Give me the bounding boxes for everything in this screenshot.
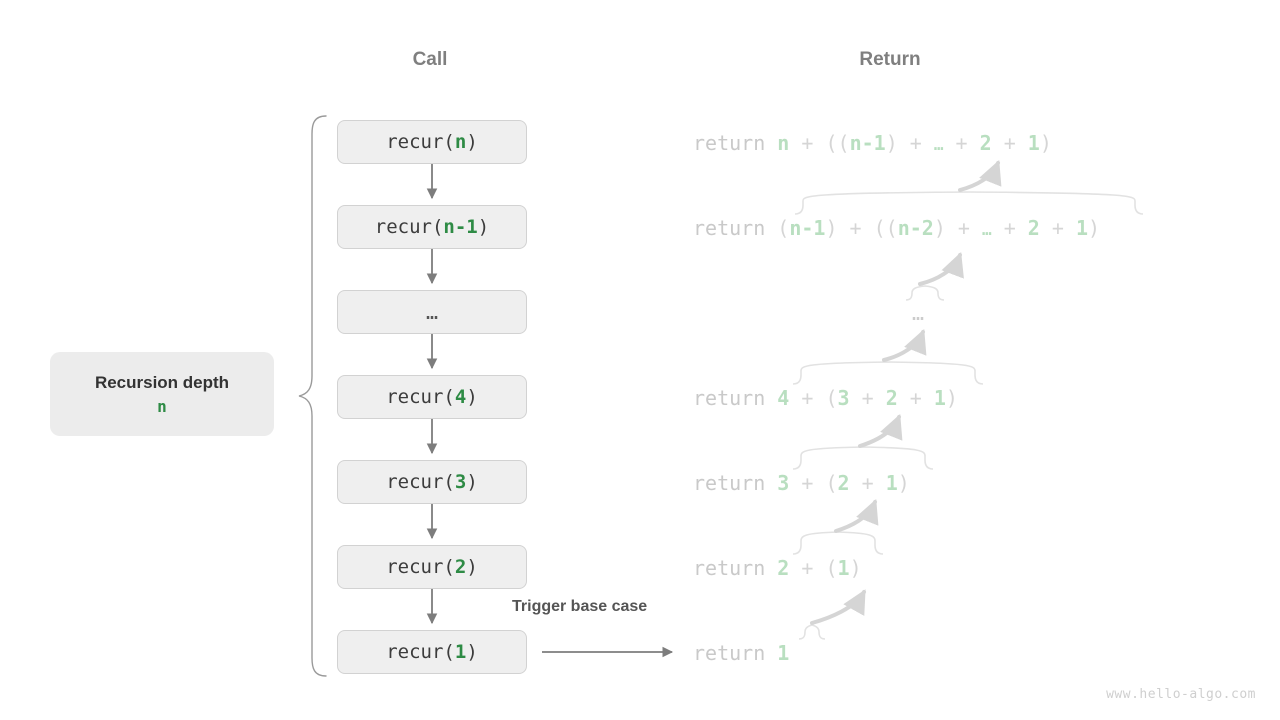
call-box-suffix: ) — [466, 641, 478, 663]
return-line-1: return 1 — [693, 641, 789, 665]
call-box-argument: 1 — [454, 641, 467, 663]
call-box-argument: n — [454, 131, 467, 153]
trigger-base-case-label: Trigger base case — [512, 598, 648, 615]
call-box-suffix: ) — [466, 386, 478, 408]
recursion-depth-brace — [298, 115, 327, 677]
return-expression: 3 + (2 + 1) — [777, 471, 910, 495]
call-box-prefix: recur( — [386, 386, 455, 408]
return-keyword: return — [693, 216, 778, 240]
call-box-suffix: ) — [466, 556, 478, 578]
call-box-argument: 4 — [454, 386, 467, 408]
return-expression: n + ((n-1) + … + 2 + 1) — [777, 131, 1052, 155]
return-keyword: return — [693, 556, 778, 580]
return-expression: 4 + (3 + 2 + 1) — [777, 386, 958, 410]
call-box-prefix: recur( — [374, 216, 444, 238]
call-box-4: recur(4) — [337, 375, 527, 419]
call-box-n-1: recur(n-1) — [337, 205, 527, 249]
call-box-text: … — [425, 300, 439, 324]
call-box-dots: … — [337, 290, 527, 334]
return-line-3: return 3 + (2 + 1) — [693, 471, 910, 495]
call-box-argument: n-1 — [443, 216, 478, 238]
call-box-prefix: recur( — [386, 471, 455, 493]
call-box-n: recur(n) — [337, 120, 527, 164]
watermark: www.hello-algo.com — [1106, 687, 1256, 702]
return-line-2: return 2 + (1) — [693, 556, 862, 580]
return-expression: 2 + (1) — [777, 556, 862, 580]
call-box-prefix: recur( — [386, 556, 455, 578]
column-header-call: Call — [412, 49, 448, 70]
return-keyword: return — [693, 386, 778, 410]
call-box-argument: 3 — [454, 471, 467, 493]
call-box-argument: 2 — [454, 556, 467, 578]
call-box-suffix: ) — [477, 216, 490, 238]
return-expression: (n-1) + ((n-2) + … + 2 + 1) — [777, 216, 1101, 240]
recursion-depth-label: Recursion depth n — [50, 352, 274, 436]
call-box-suffix: ) — [466, 131, 478, 153]
call-box-prefix: recur( — [386, 131, 455, 153]
call-box-3: recur(3) — [337, 460, 527, 504]
recursion-depth-value: n — [157, 396, 167, 416]
call-box-2: recur(2) — [337, 545, 527, 589]
call-box-1: recur(1) — [337, 630, 527, 674]
return-line-4: return 4 + (3 + 2 + 1) — [693, 386, 958, 410]
return-line-n-1: return (n-1) + ((n-2) + … + 2 + 1) — [693, 216, 1100, 240]
return-keyword: return — [693, 471, 778, 495]
column-header-return: Return — [859, 49, 921, 70]
return-keyword: return — [693, 131, 778, 155]
call-box-prefix: recur( — [386, 641, 455, 663]
return-expression: 1 — [777, 641, 790, 665]
return-keyword: return — [693, 641, 778, 665]
recursion-depth-title: Recursion depth — [94, 372, 230, 392]
return-line-dots: … — [912, 301, 927, 325]
call-box-suffix: ) — [466, 471, 478, 493]
return-line-n: return n + ((n-1) + … + 2 + 1) — [693, 131, 1052, 155]
